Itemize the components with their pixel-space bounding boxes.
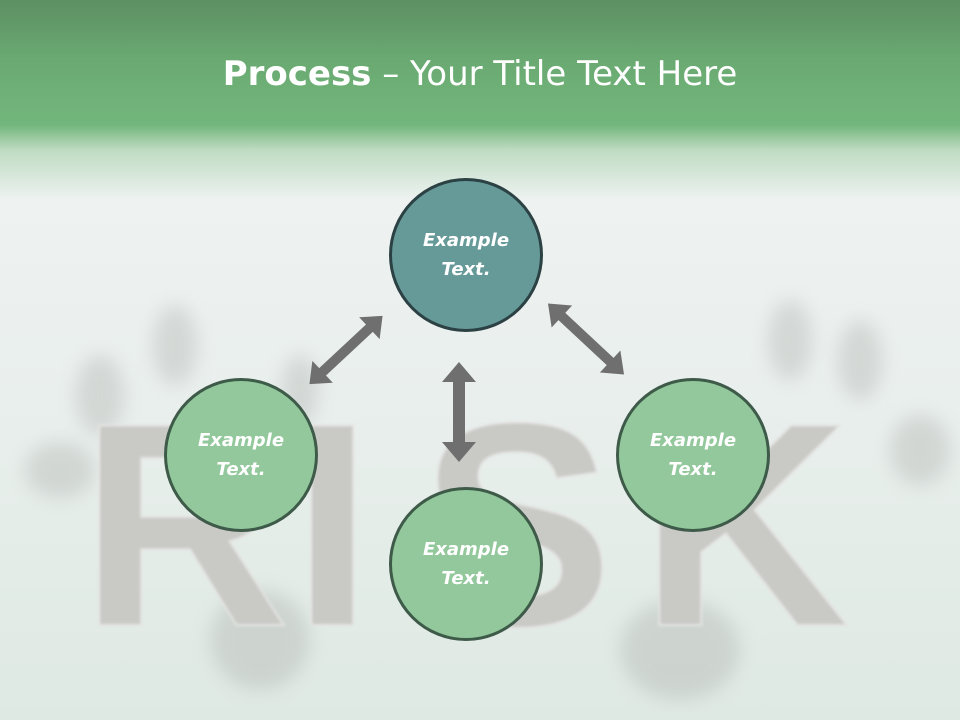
node-top-line1: Example bbox=[422, 230, 510, 251]
hand-silhouettes bbox=[25, 300, 950, 700]
node-top: Example Text. bbox=[389, 178, 543, 332]
node-right-line2: Text. bbox=[668, 459, 718, 480]
arrow-left-top bbox=[309, 315, 383, 385]
node-top-line2: Text. bbox=[441, 259, 491, 280]
slide-title: Process – Your Title Text Here bbox=[0, 52, 960, 96]
title-rest: – Your Title Text Here bbox=[371, 54, 738, 94]
node-left-line1: Example bbox=[197, 430, 285, 451]
node-left: Example Text. bbox=[164, 378, 318, 532]
title-bar bbox=[0, 0, 960, 200]
node-bottom-line1: Example bbox=[422, 539, 510, 560]
node-right: Example Text. bbox=[616, 378, 770, 532]
node-right-line1: Example bbox=[649, 430, 737, 451]
node-bottom: Example Text. bbox=[389, 487, 543, 641]
arrow-vertical-center bbox=[442, 362, 476, 462]
node-left-line2: Text. bbox=[216, 459, 266, 480]
node-bottom-line2: Text. bbox=[441, 568, 491, 589]
arrow-right-top bbox=[547, 303, 625, 375]
title-bold: Process bbox=[222, 54, 372, 94]
